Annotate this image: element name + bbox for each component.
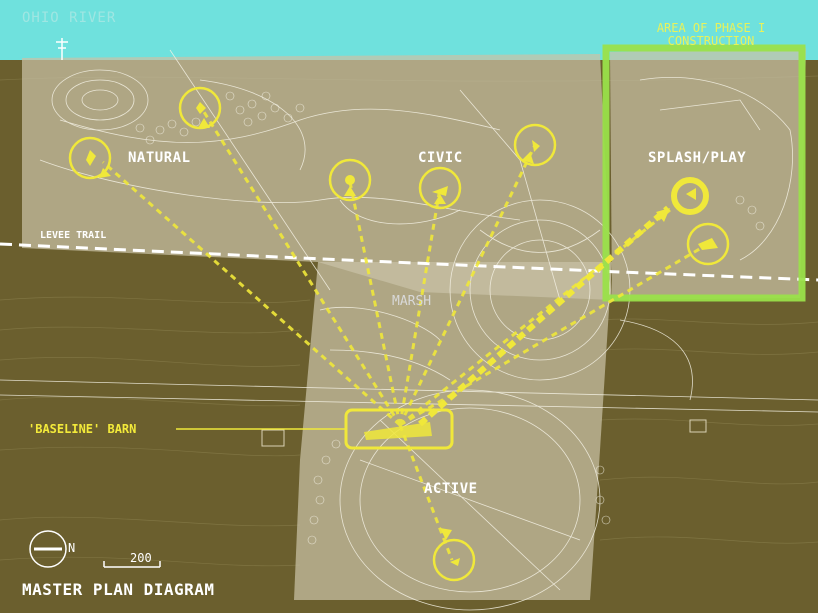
ohio-river-label: OHIO RIVER bbox=[22, 10, 117, 26]
north-arrow-circle bbox=[29, 530, 67, 568]
tree-dots bbox=[135, 91, 765, 545]
north-label: N bbox=[68, 541, 76, 555]
node-civic-center bbox=[418, 166, 462, 210]
node-circles bbox=[68, 86, 730, 582]
phase-label-line2: CONSTRUCTION bbox=[667, 34, 755, 48]
land-contours bbox=[0, 75, 818, 567]
zone-civic-label: CIVIC bbox=[418, 150, 463, 166]
node-natural-west bbox=[68, 136, 112, 180]
baseline-barn-building bbox=[364, 422, 432, 440]
node-splash-main bbox=[671, 177, 709, 215]
flag-mark bbox=[56, 38, 68, 60]
arrowheads bbox=[99, 118, 670, 540]
baseline-barn-label: 'BASELINE' BARN bbox=[28, 422, 137, 436]
node-active-south bbox=[432, 538, 476, 582]
node-civic-west bbox=[328, 158, 372, 202]
scale-label: 200 bbox=[130, 551, 152, 565]
phase-area-overlay bbox=[610, 48, 806, 300]
zone-splash-label: SPLASH/PLAY bbox=[648, 150, 747, 166]
node-glyphs bbox=[86, 102, 718, 566]
levee-trail-label: LEVEE TRAIL bbox=[40, 230, 107, 241]
zone-natural-label: NATURAL bbox=[128, 150, 191, 166]
node-splash-south bbox=[686, 222, 730, 266]
upper-plan-overlay bbox=[22, 54, 612, 300]
building bbox=[689, 419, 707, 433]
primary-connector bbox=[418, 205, 670, 427]
phase-label-line1: AREA OF PHASE I bbox=[656, 21, 766, 35]
phase-one-label: AREA OF PHASE I CONSTRUCTION bbox=[626, 22, 796, 48]
map-title: MASTER PLAN DIAGRAM bbox=[22, 580, 215, 599]
levee-trail-line bbox=[0, 242, 818, 282]
phase-one-boundary bbox=[602, 44, 806, 302]
zone-active-label: ACTIVE bbox=[424, 481, 478, 497]
zone-marsh-label: MARSH bbox=[392, 294, 432, 309]
building bbox=[261, 429, 285, 447]
node-civic-east bbox=[513, 123, 557, 167]
